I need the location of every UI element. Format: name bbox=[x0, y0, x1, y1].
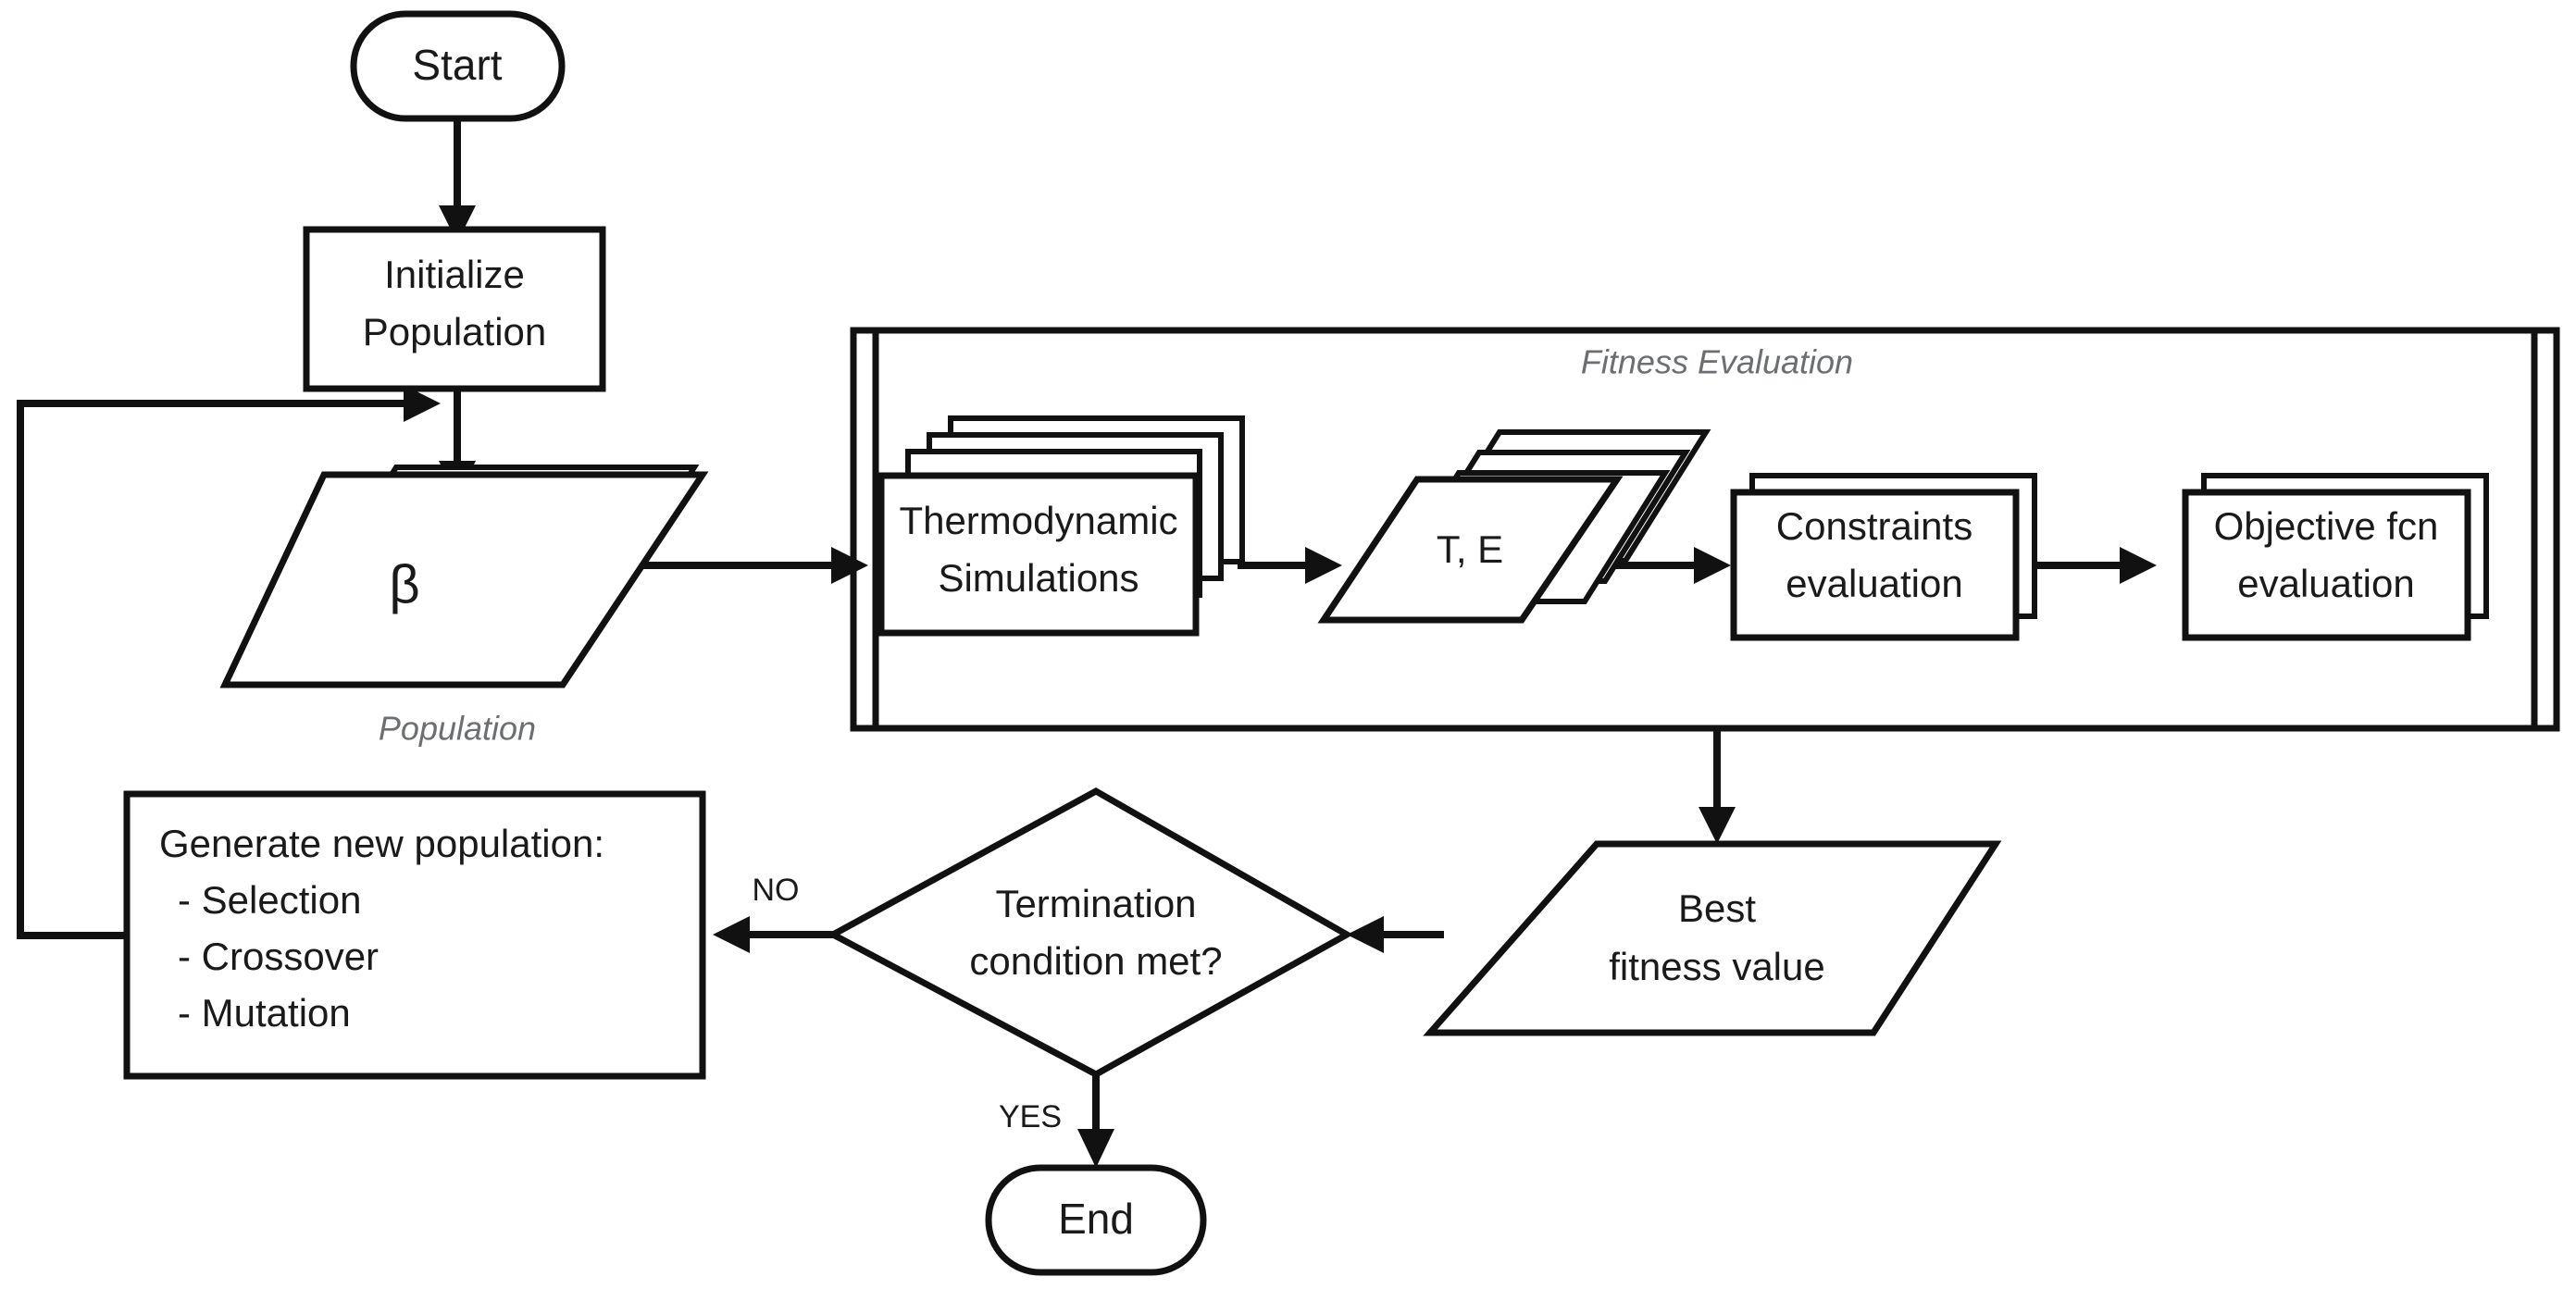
node-best-fitness-label-line1: Best bbox=[1678, 886, 1756, 930]
edge-constraints-to-objective bbox=[2036, 547, 2157, 584]
node-constraints-label-line1: Constraints bbox=[1776, 504, 1972, 548]
fitness-evaluation-group: Fitness Evaluation bbox=[850, 327, 2560, 732]
node-te-label: T, E bbox=[1437, 527, 1503, 571]
node-generate-title: Generate new population: bbox=[159, 822, 604, 865]
node-thermodynamic-simulations-stack[interactable]: Thermodynamic Simulations bbox=[877, 415, 1245, 637]
edge-te-to-constraints bbox=[1611, 547, 1731, 584]
node-generate-item-2: - Mutation bbox=[178, 991, 351, 1035]
node-initialize-label-line1: Initialize bbox=[384, 253, 525, 296]
node-termination-label-line1: Termination bbox=[995, 882, 1196, 925]
node-constraints-evaluation-stack[interactable]: Constraints evaluation bbox=[1730, 473, 2037, 641]
node-thermo-label-line2: Simulations bbox=[938, 556, 1139, 600]
node-start-label: Start bbox=[412, 41, 502, 89]
node-initialize-label-line2: Population bbox=[363, 310, 547, 353]
node-generate-new-population[interactable]: Generate new population: - Selection - C… bbox=[123, 790, 706, 1080]
edge-best-fitness-to-termination bbox=[1347, 916, 1444, 953]
node-objective-label-line2: evaluation bbox=[2237, 562, 2414, 605]
node-population-stack[interactable]: β Population bbox=[219, 465, 709, 748]
node-objective-evaluation-stack[interactable]: Objective fcn evaluation bbox=[2182, 473, 2489, 641]
node-population-caption: Population bbox=[379, 710, 536, 748]
node-generate-item-0: - Selection bbox=[178, 878, 361, 922]
edge-thermo-to-te bbox=[1238, 547, 1342, 584]
node-thermo-label-line1: Thermodynamic bbox=[899, 499, 1177, 542]
node-end[interactable]: End bbox=[985, 1164, 1207, 1276]
node-constraints-label-line2: evaluation bbox=[1786, 562, 1962, 605]
edge-label-no: NO bbox=[753, 873, 800, 908]
node-best-fitness-value[interactable]: Best fitness value bbox=[1423, 840, 2002, 1036]
node-start[interactable]: Start bbox=[350, 10, 566, 122]
node-best-fitness-label-line2: fitness value bbox=[1609, 945, 1824, 988]
edge-fitness-to-best-fitness bbox=[1699, 728, 1736, 844]
node-termination-decision[interactable]: Termination condition met? bbox=[826, 787, 1354, 1078]
node-initialize-population[interactable]: Initialize Population bbox=[303, 226, 606, 392]
node-objective-label-line1: Objective fcn bbox=[2214, 504, 2439, 548]
node-generate-item-1: - Crossover bbox=[178, 935, 379, 978]
edge-generate-to-population-loopback bbox=[17, 385, 441, 939]
fitness-evaluation-caption: Fitness Evaluation bbox=[1581, 343, 1853, 381]
node-end-label: End bbox=[1058, 1195, 1134, 1243]
node-termination-label-line2: condition met? bbox=[969, 939, 1222, 983]
node-population-label: β bbox=[389, 554, 419, 614]
edge-start-to-initialize bbox=[439, 118, 476, 242]
node-te-stack[interactable]: T, E bbox=[1317, 429, 1711, 624]
edge-label-yes: YES bbox=[999, 1099, 1062, 1134]
edge-termination-no-to-generate bbox=[713, 916, 833, 953]
edge-population-to-thermo bbox=[629, 547, 868, 584]
